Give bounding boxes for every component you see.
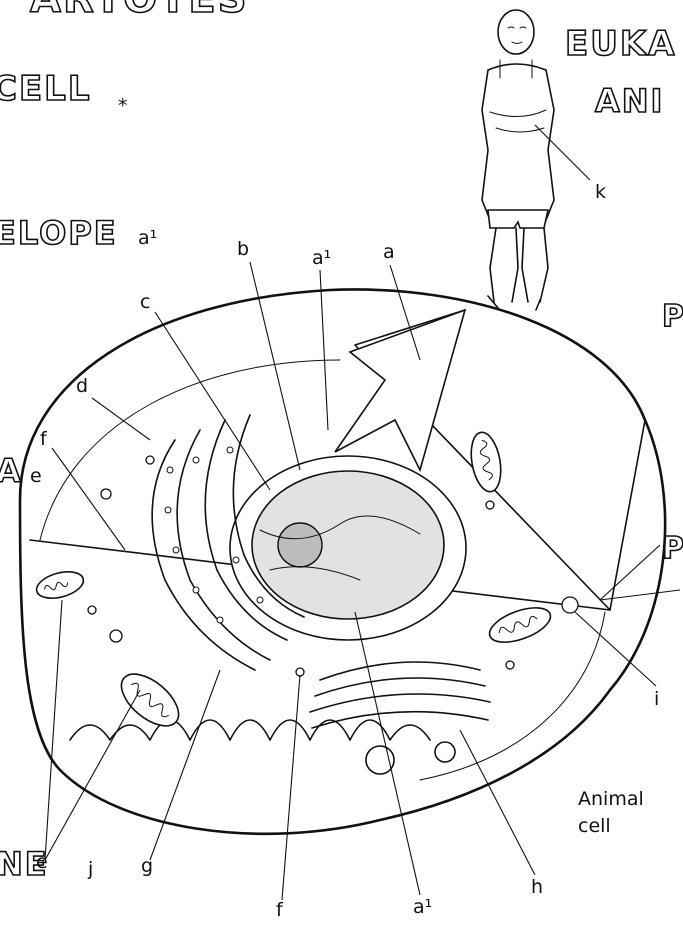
label-c: c <box>140 291 150 313</box>
label-h: h <box>531 876 543 898</box>
label-k: k <box>595 181 606 203</box>
heading-cell-mark: * <box>118 95 128 117</box>
caption-line2: cell <box>578 815 611 837</box>
label-i: i <box>654 688 659 710</box>
heading-cell: CELL <box>0 69 92 109</box>
pointer-arrow <box>335 310 465 470</box>
heading-anim: ANI <box>595 82 664 120</box>
label-a1-top: a¹ <box>312 247 331 269</box>
label-d: d <box>76 375 88 397</box>
heading-top: ARYOTES <box>30 0 249 22</box>
heading-er: A <box>0 452 23 490</box>
heading-er-label: e <box>30 465 42 487</box>
label-b: b <box>237 238 249 260</box>
heading-membrane-label: j <box>87 858 93 880</box>
heading-envelope-label: a¹ <box>138 227 157 249</box>
label-f-left: f <box>40 428 48 450</box>
heading-right-p1: P <box>662 299 683 334</box>
label-a: a <box>383 241 395 263</box>
human-figure <box>482 10 554 310</box>
golgi-apparatus <box>310 662 490 774</box>
nucleolus <box>278 523 322 567</box>
label-a1-bottom: a¹ <box>413 896 432 918</box>
label-e: e <box>36 851 48 873</box>
heading-euka: EUKA <box>565 24 677 64</box>
heading-envelope: ELOPE <box>0 214 118 252</box>
caption-line1: Animal <box>578 788 644 810</box>
label-g: g <box>141 855 153 877</box>
label-f-bottom: f <box>276 899 284 921</box>
